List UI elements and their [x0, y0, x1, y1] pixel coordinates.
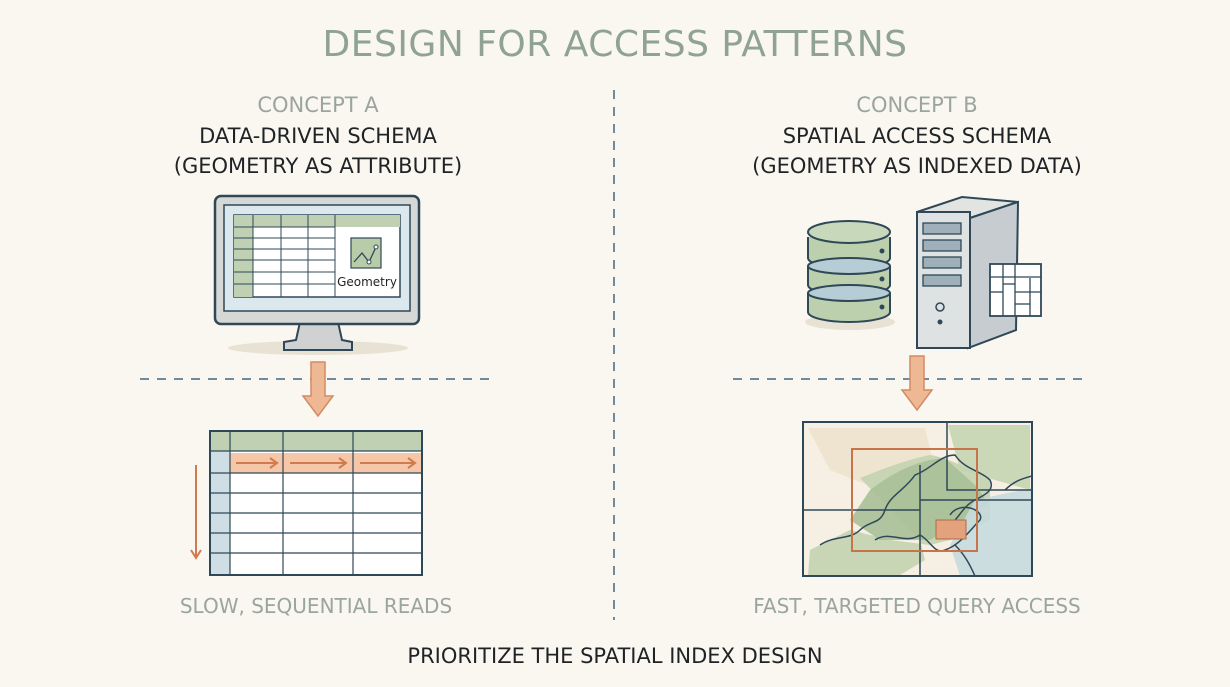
index-grid-icon: [989, 263, 1042, 317]
concept-b-schema-line2: (GEOMETRY AS INDEXED DATA): [752, 154, 1082, 178]
table-icon: [190, 430, 423, 576]
database-icon: [805, 220, 895, 330]
concept-b-schema-line1: SPATIAL ACCESS SCHEMA: [782, 124, 1052, 148]
concept-a-label: CONCEPT A: [257, 93, 379, 117]
concept-a-schema-line1: DATA-DRIVEN SCHEMA: [199, 124, 437, 148]
page-title: DESIGN FOR ACCESS PATTERNS: [322, 24, 908, 65]
map-icon: [802, 421, 1033, 577]
chart-icon: [350, 237, 382, 269]
concept-a-caption: SLOW, SEQUENTIAL READS: [179, 594, 453, 618]
concept-b-caption: FAST, TARGETED QUERY ACCESS: [753, 594, 1081, 618]
concept-a-schema-line2: (GEOMETRY AS ATTRIBUTE): [173, 154, 463, 178]
footer-conclusion: PRIORITIZE THE SPATIAL INDEX DESIGN: [407, 644, 823, 668]
arrow-down-right-icon: [900, 355, 934, 412]
monitor-geometry-label: Geometry: [337, 275, 397, 289]
concept-b-schema-title: SPATIAL ACCESS SCHEMA (GEOMETRY AS INDEX…: [717, 121, 1117, 181]
arrow-down-left-icon: [301, 361, 335, 418]
concept-b-label: CONCEPT B: [856, 93, 978, 117]
concept-a-schema-title: DATA-DRIVEN SCHEMA (GEOMETRY AS ATTRIBUT…: [118, 121, 518, 181]
query-result-cell: [935, 519, 967, 540]
query-bounding-box: [851, 448, 978, 552]
monitor-icon: Geometry: [213, 194, 421, 355]
server-icon: [916, 195, 1020, 350]
